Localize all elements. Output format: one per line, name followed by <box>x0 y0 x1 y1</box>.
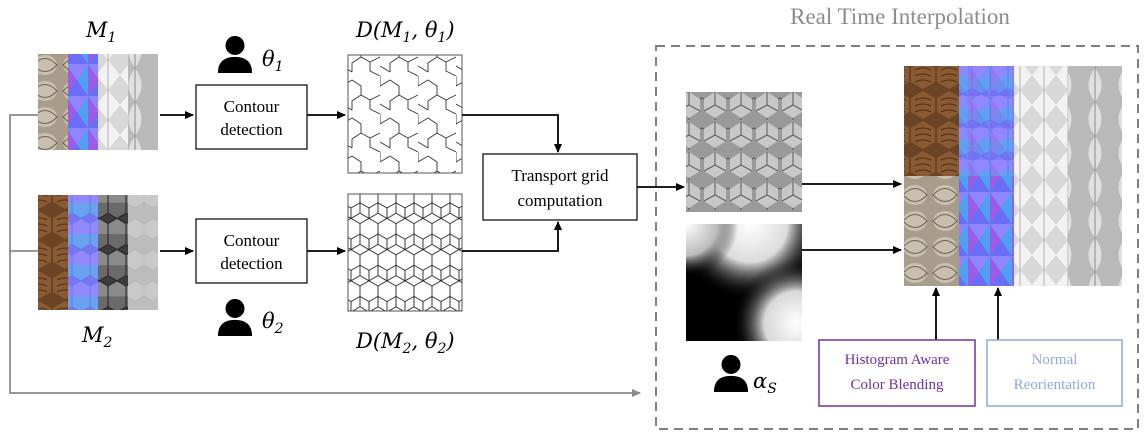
label-theta1: θ1 <box>262 47 284 75</box>
arrows-main <box>160 111 685 255</box>
contour-detection-box-1: Contour detection <box>195 84 308 150</box>
realtime-panel <box>655 45 1139 430</box>
panel-title: Real Time Interpolation <box>790 4 1010 29</box>
svg-text:detection: detection <box>220 254 283 273</box>
label-m2: M2 <box>81 323 113 351</box>
label-theta2: θ2 <box>262 309 284 337</box>
transport-grid-box: Transport grid computation <box>482 153 638 221</box>
normal-reorientation-box: Normal Reorientation <box>986 339 1123 407</box>
arrows-panel <box>802 180 1002 340</box>
user-icon-theta1 <box>217 35 253 73</box>
svg-text:computation: computation <box>518 191 603 210</box>
alpha-mask <box>686 224 802 341</box>
contour-detection-box-2: Contour detection <box>195 218 308 284</box>
texture-m2 <box>38 195 158 310</box>
arrow-d1-to-transport <box>462 114 562 153</box>
output-texture <box>904 66 1122 286</box>
svg-text:Reorientation: Reorientation <box>1014 377 1096 393</box>
svg-text:detection: detection <box>220 120 283 139</box>
label-m1: M1 <box>85 18 116 46</box>
svg-text:Color Blending: Color Blending <box>851 377 944 393</box>
svg-text:Normal: Normal <box>1032 352 1078 368</box>
svg-text:Histogram Aware: Histogram Aware <box>845 352 950 368</box>
arrow-d2-to-transport <box>462 221 562 252</box>
arrow-feedback <box>9 114 641 397</box>
svg-text:Contour: Contour <box>224 97 280 116</box>
svg-text:Transport grid: Transport grid <box>511 166 609 185</box>
user-icon-theta2 <box>217 298 253 336</box>
contour-map-d1 <box>347 54 463 174</box>
label-d1: D(M1, θ1) <box>355 18 455 46</box>
texture-m1 <box>38 54 158 150</box>
contour-map-d2 <box>347 193 463 312</box>
transported-texture <box>686 92 802 212</box>
label-d2: D(M2, θ2) <box>355 329 455 357</box>
user-icon-alpha <box>713 354 749 392</box>
label-alpha: αS <box>753 369 777 397</box>
svg-text:Contour: Contour <box>224 231 280 250</box>
histogram-blending-box: Histogram Aware Color Blending <box>818 339 976 407</box>
